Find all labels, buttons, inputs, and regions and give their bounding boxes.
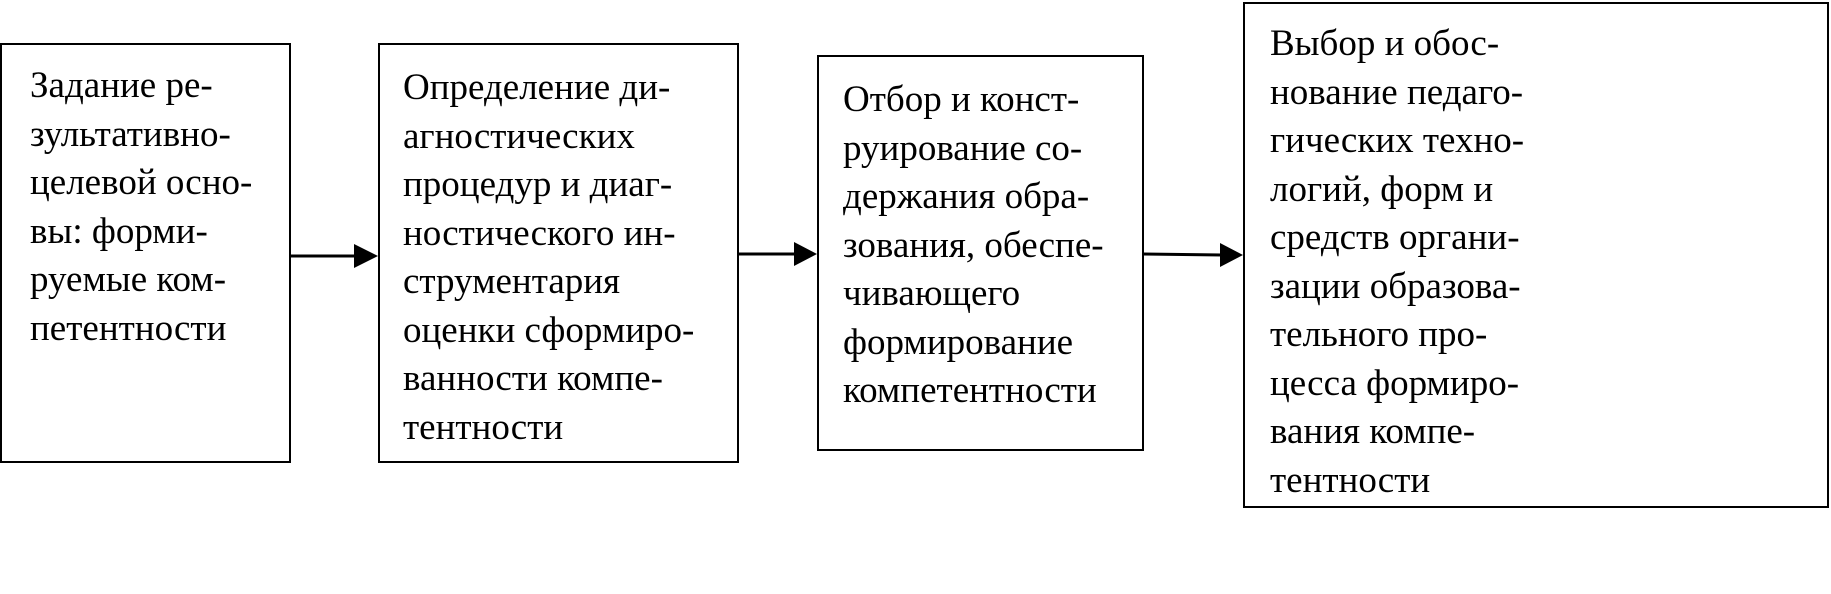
text-line: нование педаго- xyxy=(1270,71,1524,113)
text-line: оценки сформиро- xyxy=(403,309,695,351)
text-line: руемые ком- xyxy=(30,259,227,300)
arrow-2-to-3 xyxy=(738,242,817,266)
text-line: петентности xyxy=(30,307,227,349)
text-line: Выбор и обос- xyxy=(1270,23,1500,64)
text-line: вания компе- xyxy=(1270,411,1476,452)
text-line: тентности xyxy=(403,406,564,448)
text-line: струментария xyxy=(403,261,621,302)
text-line: тельного про- xyxy=(1270,314,1488,355)
text-line: зультативно- xyxy=(30,113,231,155)
arrow-1-to-2 xyxy=(290,244,378,268)
text-line: зации образова- xyxy=(1270,265,1521,307)
text-line: формирование xyxy=(843,321,1074,363)
step-box-4 xyxy=(1243,2,1829,508)
text-line: агностических xyxy=(403,115,635,157)
text-line: средств органи- xyxy=(1270,217,1520,258)
step-box-3 xyxy=(817,55,1144,451)
text-line: ностического ин- xyxy=(403,212,676,254)
step-text-1: Задание ре- зультативно- целевой осно- в… xyxy=(30,62,252,353)
text-line: логий, форм и xyxy=(1270,168,1494,210)
step-box-2 xyxy=(378,43,739,463)
text-line: гических техно- xyxy=(1270,120,1525,161)
text-line: зования, обеспе- xyxy=(843,224,1104,266)
text-line: Определение ди- xyxy=(403,67,671,108)
text-line: ванности компе- xyxy=(403,358,663,399)
step-text-3: Отбор и конст- руирование со- держания о… xyxy=(843,76,1104,416)
text-line: процедур и диаг- xyxy=(403,164,673,205)
text-line: руирование со- xyxy=(843,127,1083,169)
text-line: Отбор и конст- xyxy=(843,79,1080,120)
text-line: держания обра- xyxy=(843,176,1090,217)
step-box-1 xyxy=(0,43,291,463)
step-text-2: Определение ди- агностических процедур и… xyxy=(403,64,694,452)
text-line: тентности xyxy=(1270,459,1431,501)
arrow-3-to-4 xyxy=(1142,243,1243,267)
text-line: вы: форми- xyxy=(30,210,208,252)
text-line: цесса формиро- xyxy=(1270,362,1520,404)
text-line: целевой осно- xyxy=(30,162,253,203)
text-line: компетентности xyxy=(843,370,1097,411)
step-text-4: Выбор и обос- нование педаго- гических т… xyxy=(1270,20,1524,505)
text-line: Задание ре- xyxy=(30,65,213,106)
text-line: чивающего xyxy=(843,273,1021,314)
